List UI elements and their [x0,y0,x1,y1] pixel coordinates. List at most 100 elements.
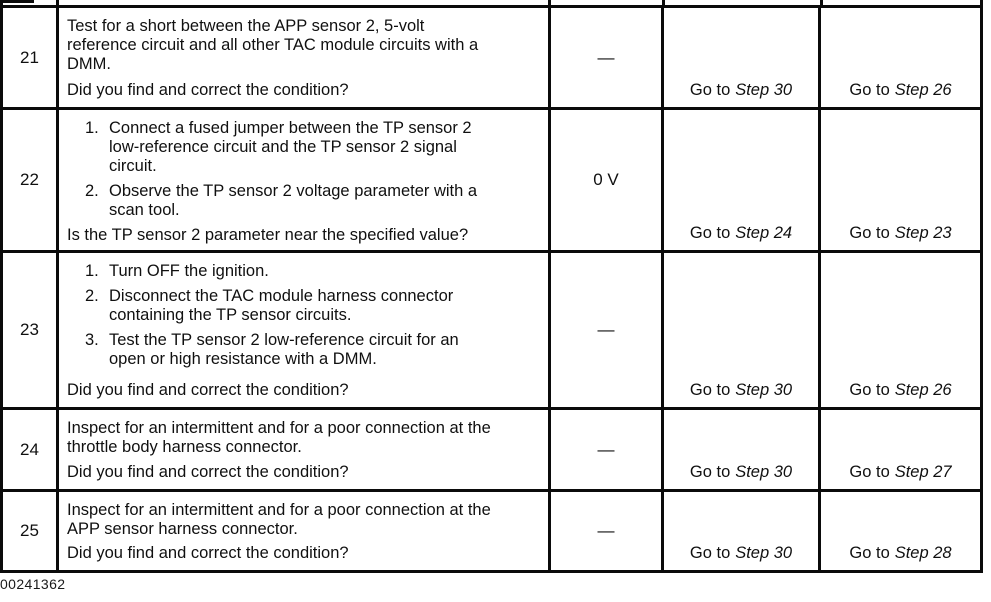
action-line: Test the TP sensor 2 low-reference circu… [109,331,459,349]
goto-step: Step 28 [894,544,952,562]
action-question: Did you find and correct the condition? [67,81,349,99]
value-text: — [597,521,615,540]
action-cell: Test for a short between the APP sensor … [59,8,551,107]
action-line: Turn OFF the ignition. [109,262,269,280]
goto-step: Step 30 [735,81,793,99]
list-item-text: Turn OFF the ignition. [109,262,269,281]
step-cell: 25 [3,492,59,570]
action-paragraph: Inspect for an intermittent and for a po… [67,501,544,539]
goto-prefix: Go to [849,224,890,242]
action-question: Did you find and correct the condition? [67,463,349,481]
goto-prefix: Go to [849,381,890,399]
action-cell: Inspect for an intermittent and for a po… [59,492,551,570]
goto-prefix: Go to [849,463,890,481]
goto-prefix: Go to [689,463,731,481]
action-line: containing the TP sensor circuits. [109,306,352,324]
action-line: Observe the TP sensor 2 voltage paramete… [109,182,478,200]
list-number: 2. [85,182,99,200]
list-item-text: Observe the TP sensor 2 voltage paramete… [109,182,477,220]
goto-prefix: Go to [689,224,731,242]
diagnostic-table: 21 Test for a short between the APP sens… [0,5,983,573]
action-line: Test for a short between the APP sensor … [67,17,425,35]
value-cell: — [551,410,664,489]
value-text: — [597,439,615,459]
step-number: 23 [20,320,39,339]
list-number: 3. [85,331,99,349]
list-number: 1. [85,262,99,280]
top-column-stub [820,0,823,5]
numbered-list-item: 3. Test the TP sensor 2 low-reference ci… [85,331,544,369]
action-line: circuit. [109,157,157,175]
numbered-list-item: 1. Turn OFF the ignition. [85,262,544,281]
step-cell: 24 [3,410,59,489]
list-item-text: Disconnect the TAC module harness connec… [109,287,453,325]
top-column-stub [0,0,3,5]
figure-id: 00241362 [0,576,66,592]
value-cell: — [551,8,664,107]
table-row: 25 Inspect for an intermittent and for a… [3,492,980,570]
goto-step: Step 26 [894,81,952,99]
action-cell: 1. Connect a fused jumper between the TP… [59,110,551,250]
goto-step: Step 23 [894,224,952,242]
table-row: 22 1. Connect a fused jumper between the… [3,110,980,253]
top-column-stub [56,0,59,5]
action-line: low-reference circuit and the TP sensor … [109,138,457,156]
table-row: 24 Inspect for an intermittent and for a… [3,410,980,492]
step-number: 25 [20,521,39,540]
list-number: 1. [85,119,99,137]
action-line: Connect a fused jumper between the TP se… [109,119,472,137]
table-row: 23 1. Turn OFF the ignition. 2. Disconne… [3,253,980,410]
step-cell: 22 [3,110,59,250]
action-line: Inspect for an intermittent and for a po… [67,501,491,519]
action-question: Is the TP sensor 2 parameter near the sp… [67,226,469,244]
numbered-list-item: 2. Observe the TP sensor 2 voltage param… [85,182,544,220]
goto-step: Step 30 [735,544,793,562]
action-cell: Inspect for an intermittent and for a po… [59,410,551,489]
top-column-stub [662,0,665,5]
goto-step: Step 26 [894,381,952,399]
top-crop-line-fragment [0,0,34,3]
table-row: 21 Test for a short between the APP sens… [3,8,980,110]
numbered-list-item: 1. Connect a fused jumper between the TP… [85,119,544,176]
step-cell: 23 [3,253,59,407]
value-text: 0 V [593,170,619,189]
goto-prefix: Go to [689,381,731,399]
list-item-text: Connect a fused jumper between the TP se… [109,119,472,176]
step-number: 24 [20,439,39,459]
action-question: Did you find and correct the condition? [67,381,349,399]
goto-step: Step 24 [735,224,793,242]
action-line: DMM. [67,55,111,73]
goto-prefix: Go to [689,544,731,562]
value-text: — [597,47,615,67]
action-line: APP sensor harness connector. [67,520,298,538]
top-column-stub [548,0,551,5]
action-cell: 1. Turn OFF the ignition. 2. Disconnect … [59,253,551,407]
action-line: reference circuit and all other TAC modu… [67,36,479,54]
action-paragraph: Inspect for an intermittent and for a po… [67,419,544,457]
goto-prefix: Go to [849,544,890,562]
list-item-text: Test the TP sensor 2 low-reference circu… [109,331,459,369]
top-column-stub [980,0,983,5]
action-line: throttle body harness connector. [67,438,302,456]
step-number: 22 [20,170,39,189]
value-cell: — [551,492,664,570]
value-text: — [597,320,615,339]
numbered-list-item: 2. Disconnect the TAC module harness con… [85,287,544,325]
value-cell: 0 V [551,110,664,250]
